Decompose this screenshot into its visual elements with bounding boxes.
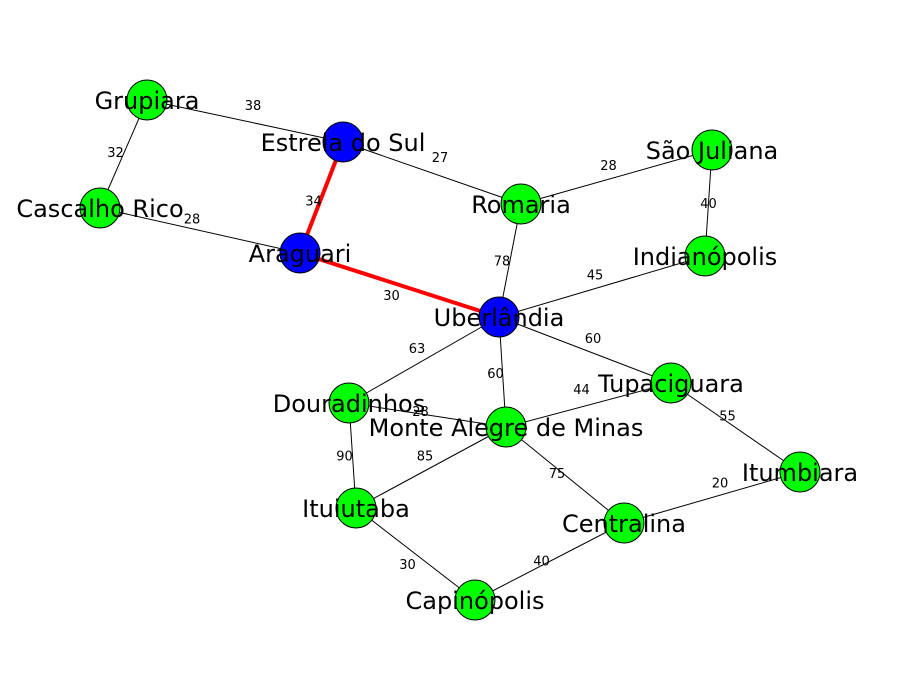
node-label-centralina: Centralina	[562, 510, 686, 538]
edge-montealegre-tupaciguara	[505, 382, 672, 428]
node-label-uberlandia: Uberlândia	[434, 304, 565, 332]
edge-tupaciguara-itumbiara	[670, 382, 801, 473]
node-label-capinopolis: Capinópolis	[405, 587, 544, 615]
edge-weight-tupaciguara-itumbiara: 55	[719, 410, 736, 425]
edge-weight-cascalho-araguari: 28	[184, 213, 201, 228]
node-indianopolis[interactable]	[684, 235, 726, 277]
node-grupiara[interactable]	[126, 79, 168, 121]
edge-cascalho-araguari	[99, 207, 301, 254]
node-label-estrela: Estrela do Sul	[261, 129, 426, 157]
edge-uberlandia-douradinhos	[348, 316, 500, 404]
node-label-indianopolis: Indianópolis	[633, 243, 778, 271]
edge-weight-uberlandia-montealegre: 60	[487, 367, 504, 382]
node-label-tupaciguara: Tupaciguara	[597, 370, 744, 398]
edges-layer	[99, 99, 801, 601]
node-label-douradinhos: Douradinhos	[273, 390, 425, 418]
edge-weight-ituiutaba-capinopolis: 30	[399, 558, 416, 573]
node-label-araguari: Araguari	[249, 240, 352, 268]
node-uberlandia[interactable]	[478, 296, 520, 338]
edge-weight-douradinhos-montealegre: 28	[412, 405, 429, 420]
node-saojuliana[interactable]	[691, 129, 733, 171]
edge-weight-montealegre-ituiutaba: 85	[417, 450, 434, 465]
edge-weight-grupiara-estrela: 38	[245, 99, 262, 114]
edge-weight-saojuliana-indianopolis: 40	[700, 197, 717, 212]
node-label-grupiara: Grupiara	[95, 87, 200, 115]
edge-montealegre-ituiutaba	[355, 426, 507, 509]
edge-weight-grupiara-cascalho: 32	[107, 146, 124, 161]
node-label-romaria: Romaria	[471, 191, 571, 219]
edge-weights-layer: 38 32 28 34 27 28 40 78 30 45 60 63 60 28 44 55 90 85 75 20…	[107, 99, 736, 573]
edge-weight-uberlandia-indianopolis: 45	[587, 269, 604, 284]
node-capinopolis[interactable]	[454, 579, 496, 621]
edge-weight-romaria-uberlandia: 78	[494, 255, 511, 270]
node-itumbiara[interactable]	[779, 451, 821, 493]
edge-montealegre-centralina	[505, 426, 625, 524]
edge-weight-estrela-romaria: 27	[432, 151, 449, 166]
node-cascalho[interactable]	[79, 187, 121, 229]
node-estrela[interactable]	[322, 121, 364, 163]
edge-grupiara-estrela	[146, 99, 344, 143]
node-romaria[interactable]	[500, 183, 542, 225]
node-tupaciguara[interactable]	[650, 362, 692, 404]
node-ituiutaba[interactable]	[335, 487, 377, 529]
node-araguari[interactable]	[279, 232, 321, 274]
node-montealegre[interactable]	[485, 406, 527, 448]
edge-weight-araguari-uberlandia: 30	[383, 289, 400, 304]
edge-uberlandia-indianopolis	[498, 255, 706, 318]
edge-centralina-capinopolis	[474, 522, 625, 601]
node-label-itumbiara: Itumbiara	[742, 459, 858, 487]
edge-estrela-romaria	[342, 141, 522, 205]
edge-weight-montealegre-centralina: 75	[549, 467, 566, 482]
node-label-saojuliana: São Juliana	[646, 137, 779, 165]
edge-weight-estrela-araguari: 34	[305, 195, 322, 210]
edge-weight-itumbiara-centralina: 20	[712, 477, 729, 492]
edge-uberlandia-tupaciguara	[498, 316, 672, 384]
edge-weight-montealegre-tupaciguara: 44	[573, 383, 590, 398]
nodes-layer	[79, 79, 821, 621]
edge-romaria-saojuliana	[520, 149, 713, 205]
edge-weight-centralina-capinopolis: 40	[533, 555, 550, 570]
edge-weight-romaria-saojuliana: 28	[600, 159, 617, 174]
edge-araguari-uberlandia	[299, 251, 500, 319]
node-centralina[interactable]	[603, 502, 645, 544]
edge-weight-uberlandia-douradinhos: 63	[409, 342, 426, 357]
edge-itumbiara-centralina	[623, 471, 801, 524]
node-label-ituiutaba: Ituiutaba	[302, 495, 410, 523]
edge-douradinhos-montealegre	[348, 402, 507, 428]
node-label-montealegre: Monte Alegre de Minas	[369, 414, 644, 442]
edge-ituiutaba-capinopolis	[355, 507, 476, 601]
node-douradinhos[interactable]	[328, 382, 370, 424]
edge-weight-douradinhos-ituiutaba: 90	[336, 450, 353, 465]
edge-weight-uberlandia-tupaciguara: 60	[585, 332, 602, 347]
node-label-cascalho: Cascalho Rico	[16, 195, 183, 223]
